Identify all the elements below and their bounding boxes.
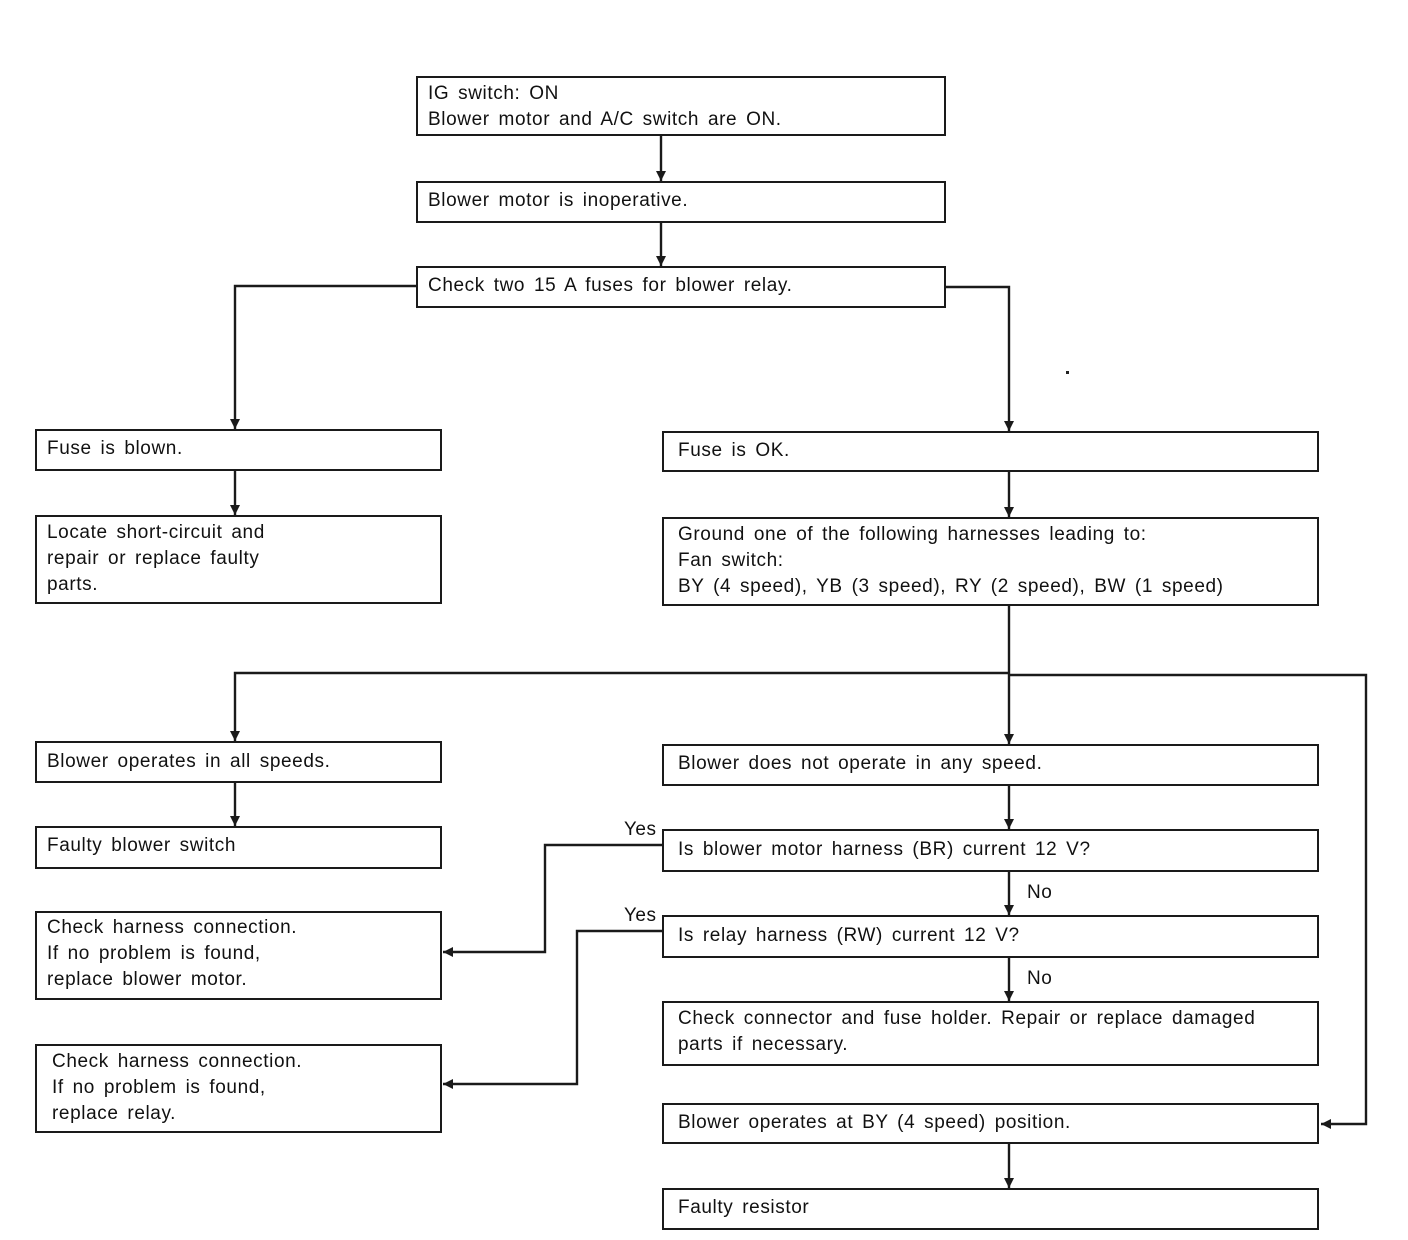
box-text-line: If no problem is found, (47, 943, 261, 964)
box-text-line: replace relay. (52, 1103, 177, 1124)
box-ground-harness: Ground one of the following harnesses le… (662, 517, 1319, 606)
box-text-line: Is blower motor harness (BR) current 12 … (678, 839, 1091, 860)
box-text-line: replace blower motor. (47, 969, 248, 990)
arrow-q-motor-yes-to-replace-motor (443, 843, 662, 957)
box-text-line: Check two 15 A fuses for blower relay. (428, 275, 793, 296)
box-fuse-blown: Fuse is blown. (35, 429, 442, 471)
box-text-line: Fuse is OK. (678, 440, 790, 461)
box-inoperative: Blower motor is inoperative. (416, 181, 946, 223)
box-text-line: Ground one of the following harnesses le… (678, 524, 1147, 545)
box-text-line: If no problem is found, (52, 1077, 266, 1098)
box-text-line: Locate short-circuit and (47, 522, 265, 543)
box-text-line: Blower motor and A/C switch are ON. (428, 109, 782, 130)
box-locate-short: Locate short-circuit and repair or repla… (35, 515, 442, 604)
box-replace-motor: Check harness connection. If no problem … (35, 911, 442, 1000)
stray-dot (1066, 371, 1069, 374)
box-text-line: Check connector and fuse holder. Repair … (678, 1008, 1256, 1029)
label-yes-motor: Yes (624, 819, 657, 840)
box-text-line: Blower motor is inoperative. (428, 190, 689, 211)
box-fuse-ok: Fuse is OK. (662, 431, 1319, 472)
box-replace-relay: Check harness connection. If no problem … (35, 1044, 442, 1133)
box-no-speed: Blower does not operate in any speed. (662, 744, 1319, 786)
box-text-line: parts. (47, 574, 99, 595)
box-faulty-switch: Faulty blower switch (35, 826, 442, 869)
label-yes-relay: Yes (624, 905, 657, 926)
box-check-connector: Check connector and fuse holder. Repair … (662, 1001, 1319, 1066)
box-q-motor-harness: Is blower motor harness (BR) current 12 … (662, 829, 1319, 872)
arrow-check-fuses-to-fuse-ok (945, 285, 1014, 431)
box-start: IG switch: ON Blower motor and A/C switc… (416, 76, 946, 136)
box-text-line: parts if necessary. (678, 1034, 849, 1055)
box-text-line: IG switch: ON (428, 83, 559, 104)
box-faulty-resistor: Faulty resistor (662, 1188, 1319, 1230)
box-check-fuses: Check two 15 A fuses for blower relay. (416, 266, 946, 308)
box-text-line: Blower operates in all speeds. (47, 751, 331, 772)
box-q-relay-harness: Is relay harness (RW) current 12 V? (662, 915, 1319, 958)
box-text-line: Fan switch: (678, 550, 784, 571)
box-text-line: Blower operates at BY (4 speed) position… (678, 1112, 1071, 1133)
box-text-line: repair or replace faulty (47, 548, 260, 569)
label-no-relay: No (1027, 968, 1053, 989)
box-text-line: Faulty blower switch (47, 835, 237, 856)
box-all-speeds: Blower operates in all speeds. (35, 741, 442, 783)
box-text-line: BY (4 speed), YB (3 speed), RY (2 speed)… (678, 576, 1224, 597)
box-text-line: Check harness connection. (47, 917, 298, 938)
box-text-line: Fuse is blown. (47, 438, 183, 459)
box-text-line: Faulty resistor (678, 1197, 810, 1218)
arrow-branch-to-all-speeds (230, 671, 1009, 741)
arrow-branch-to-by-speed (1009, 673, 1368, 1129)
box-text-line: Blower does not operate in any speed. (678, 753, 1043, 774)
label-no-motor: No (1027, 882, 1053, 903)
box-text-line: Is relay harness (RW) current 12 V? (678, 925, 1020, 946)
arrow-check-fuses-to-fuse-blown (230, 284, 417, 429)
box-text-line: Check harness connection. (52, 1051, 303, 1072)
box-by-speed: Blower operates at BY (4 speed) position… (662, 1103, 1319, 1144)
arrow-q-relay-yes-to-replace-relay (443, 929, 662, 1089)
